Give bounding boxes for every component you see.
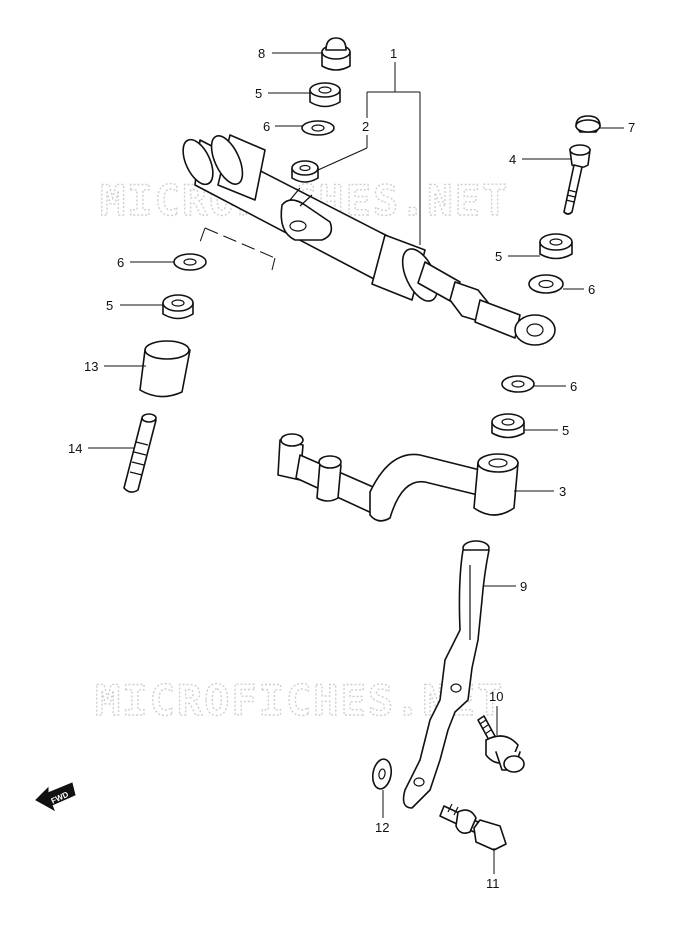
callout-6-top: 6 — [263, 119, 270, 134]
callout-11: 11 — [486, 876, 500, 891]
callout-2: 2 — [362, 119, 369, 134]
callout-3: 3 — [559, 484, 566, 499]
callout-10: 10 — [489, 689, 503, 704]
part-5-collar-right — [539, 233, 573, 260]
part-6-washer-left — [173, 253, 207, 271]
callout-5-top: 5 — [255, 86, 262, 101]
callout-labels: 8 5 6 1 2 4 7 6 5 13 14 5 6 6 5 3 9 10 1… — [68, 46, 635, 891]
part-7-cap — [575, 115, 601, 133]
part-3-bracket — [277, 433, 519, 522]
fwd-arrow-icon: FWD — [35, 782, 76, 812]
part-11-bolt — [439, 803, 507, 851]
callout-13: 13 — [84, 359, 98, 374]
part-6-washer-top — [301, 120, 335, 136]
part-14-pin — [123, 413, 157, 493]
callout-6-lower: 6 — [570, 379, 577, 394]
callout-5-right: 5 — [495, 249, 502, 264]
part-4-bolt — [563, 144, 591, 215]
part-5-collar-top — [309, 82, 341, 108]
callout-12: 12 — [375, 820, 389, 835]
callout-6-right: 6 — [588, 282, 595, 297]
callout-14: 14 — [68, 441, 82, 456]
callout-1: 1 — [390, 46, 397, 61]
callout-6-left: 6 — [117, 255, 124, 270]
part-1-steering-damper — [182, 134, 556, 346]
part-5-collar-left — [162, 294, 194, 320]
callout-4: 4 — [509, 152, 516, 167]
part-12-washer — [371, 758, 393, 790]
part-9-stay — [402, 540, 490, 809]
callout-7: 7 — [628, 120, 635, 135]
callout-9: 9 — [520, 579, 527, 594]
guide-dashed-line — [199, 227, 276, 271]
part-6-washer-right — [528, 274, 564, 294]
part-5-collar-lower — [491, 413, 525, 439]
part-13-spacer — [139, 340, 191, 398]
part-6-washer-lower — [501, 375, 535, 393]
part-10-stud-bolt — [477, 715, 525, 773]
leader-lines — [88, 52, 624, 874]
callout-8: 8 — [258, 46, 265, 61]
callout-5-lower: 5 — [562, 423, 569, 438]
part-8-cap-nut — [321, 37, 351, 71]
part-2-mount-collar — [280, 160, 333, 241]
callout-5-left: 5 — [106, 298, 113, 313]
